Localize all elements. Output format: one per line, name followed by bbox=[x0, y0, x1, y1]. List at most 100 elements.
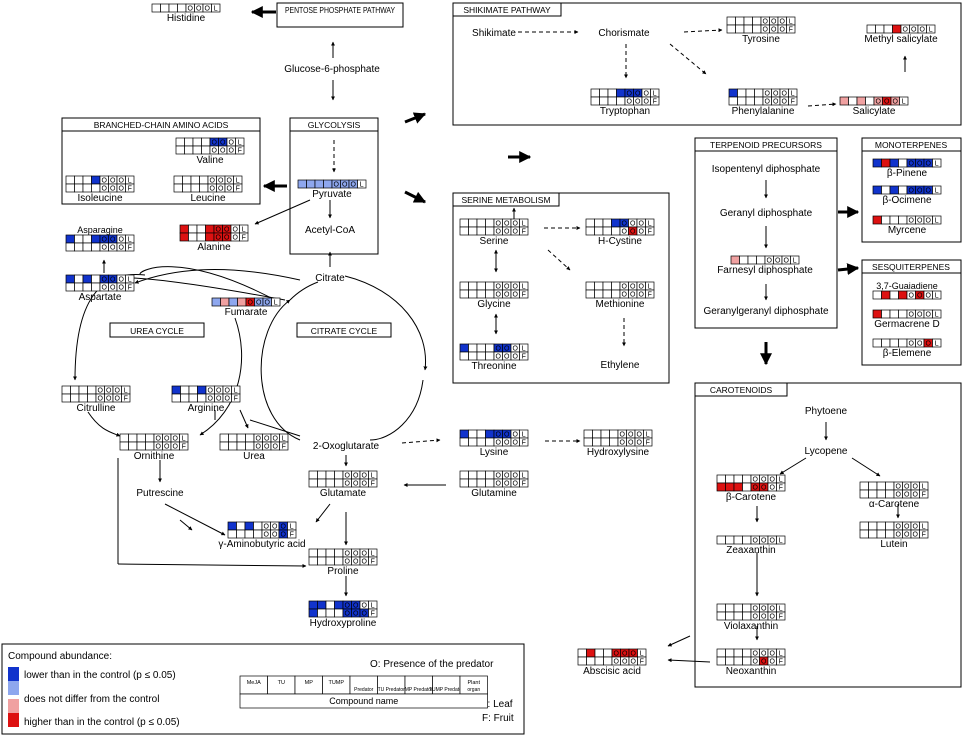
cell bbox=[244, 521, 254, 531]
cell-mark: O bbox=[913, 492, 919, 499]
cell bbox=[308, 548, 318, 558]
cell-mark: O bbox=[496, 221, 502, 228]
cell bbox=[898, 290, 908, 300]
cell-mark: O bbox=[770, 606, 776, 613]
cell bbox=[881, 185, 891, 195]
cell-mark: O bbox=[917, 161, 923, 168]
cell-mark: O bbox=[627, 99, 633, 106]
cell bbox=[233, 183, 243, 193]
cell bbox=[228, 297, 238, 307]
cell-mark: L bbox=[128, 277, 132, 284]
carotenoids-panel bbox=[694, 382, 962, 688]
cell-mark: O bbox=[504, 473, 510, 480]
beta-ocimene-label: β-Ocimene bbox=[882, 195, 932, 206]
cell-mark: O bbox=[904, 492, 910, 499]
cell-mark: O bbox=[218, 186, 224, 193]
cell-mark: O bbox=[628, 440, 634, 447]
cell bbox=[637, 656, 647, 666]
cell-mark: O bbox=[639, 284, 645, 291]
cell bbox=[725, 474, 735, 484]
cell bbox=[881, 215, 891, 225]
cell-mark: O bbox=[913, 524, 919, 531]
cell bbox=[577, 656, 587, 666]
cell-mark: O bbox=[496, 432, 502, 439]
cell bbox=[245, 433, 255, 443]
cell-mark: O bbox=[351, 182, 357, 189]
cell bbox=[476, 226, 486, 236]
cell bbox=[82, 183, 92, 193]
proline-label: Proline bbox=[327, 566, 359, 577]
cell bbox=[476, 343, 486, 353]
cell bbox=[468, 437, 478, 447]
cell bbox=[872, 309, 882, 319]
cell bbox=[160, 3, 170, 13]
cell-mark: O bbox=[362, 481, 368, 488]
cell bbox=[868, 481, 878, 491]
cell-mark: O bbox=[353, 473, 359, 480]
cell-mark: O bbox=[917, 293, 923, 300]
myrcene-label: Myrcene bbox=[888, 225, 927, 236]
cell-mark: O bbox=[504, 284, 510, 291]
cell-mark: O bbox=[770, 651, 776, 658]
fumarate-label: Fumarate bbox=[225, 307, 268, 318]
cell-mark: O bbox=[496, 440, 502, 447]
cell bbox=[485, 226, 495, 236]
cell-mark: O bbox=[196, 6, 202, 13]
cell bbox=[228, 441, 238, 451]
cell-mark: O bbox=[110, 178, 116, 185]
cell bbox=[334, 556, 344, 566]
cell-mark: L bbox=[779, 477, 783, 484]
cell-mark: O bbox=[504, 292, 510, 299]
cell-mark: L bbox=[128, 178, 132, 185]
cell bbox=[865, 96, 875, 106]
cell-mark: O bbox=[205, 6, 211, 13]
sesquiterpenes-title: SESQUITERPENES bbox=[872, 262, 950, 272]
cell bbox=[468, 351, 478, 361]
cell bbox=[188, 393, 198, 403]
cell bbox=[476, 478, 486, 488]
cell-mark: O bbox=[893, 99, 899, 106]
cell bbox=[74, 183, 84, 193]
cell-mark: O bbox=[98, 396, 104, 403]
cell-mark: O bbox=[496, 354, 502, 361]
cell bbox=[192, 137, 202, 147]
cell-mark: O bbox=[614, 651, 620, 658]
cell bbox=[848, 96, 858, 106]
citrulline-label: Citrulline bbox=[77, 403, 116, 414]
cell bbox=[317, 600, 327, 610]
cell-mark: O bbox=[753, 477, 759, 484]
cell bbox=[145, 433, 155, 443]
cell bbox=[519, 351, 529, 361]
aspartate-label: Aspartate bbox=[79, 292, 122, 303]
cell-mark: O bbox=[909, 341, 915, 348]
cell-mark: O bbox=[496, 229, 502, 236]
cell bbox=[253, 529, 263, 539]
cell-mark: O bbox=[770, 659, 776, 666]
cell-mark: O bbox=[917, 312, 923, 319]
cell-mark: F bbox=[234, 396, 238, 403]
cell bbox=[725, 603, 735, 613]
cell bbox=[173, 175, 183, 185]
legend: Compound abundance: lower than in the co… bbox=[8, 651, 514, 728]
cell bbox=[889, 158, 899, 168]
cell-mark: L bbox=[371, 551, 375, 558]
cell bbox=[733, 482, 743, 492]
cell bbox=[742, 611, 752, 621]
cell-mark: F bbox=[242, 235, 246, 242]
cell bbox=[219, 433, 229, 443]
cell-mark: O bbox=[496, 284, 502, 291]
cell-mark: O bbox=[630, 229, 636, 236]
cell bbox=[82, 242, 92, 252]
cell bbox=[175, 145, 185, 155]
cell bbox=[586, 656, 596, 666]
cell-mark: F bbox=[653, 99, 657, 106]
cell-mark: O bbox=[630, 292, 636, 299]
glucose-label: Glucose-6-phosphate bbox=[284, 64, 380, 75]
cell bbox=[459, 478, 469, 488]
cell bbox=[485, 470, 495, 480]
cell-mark: O bbox=[264, 444, 270, 451]
